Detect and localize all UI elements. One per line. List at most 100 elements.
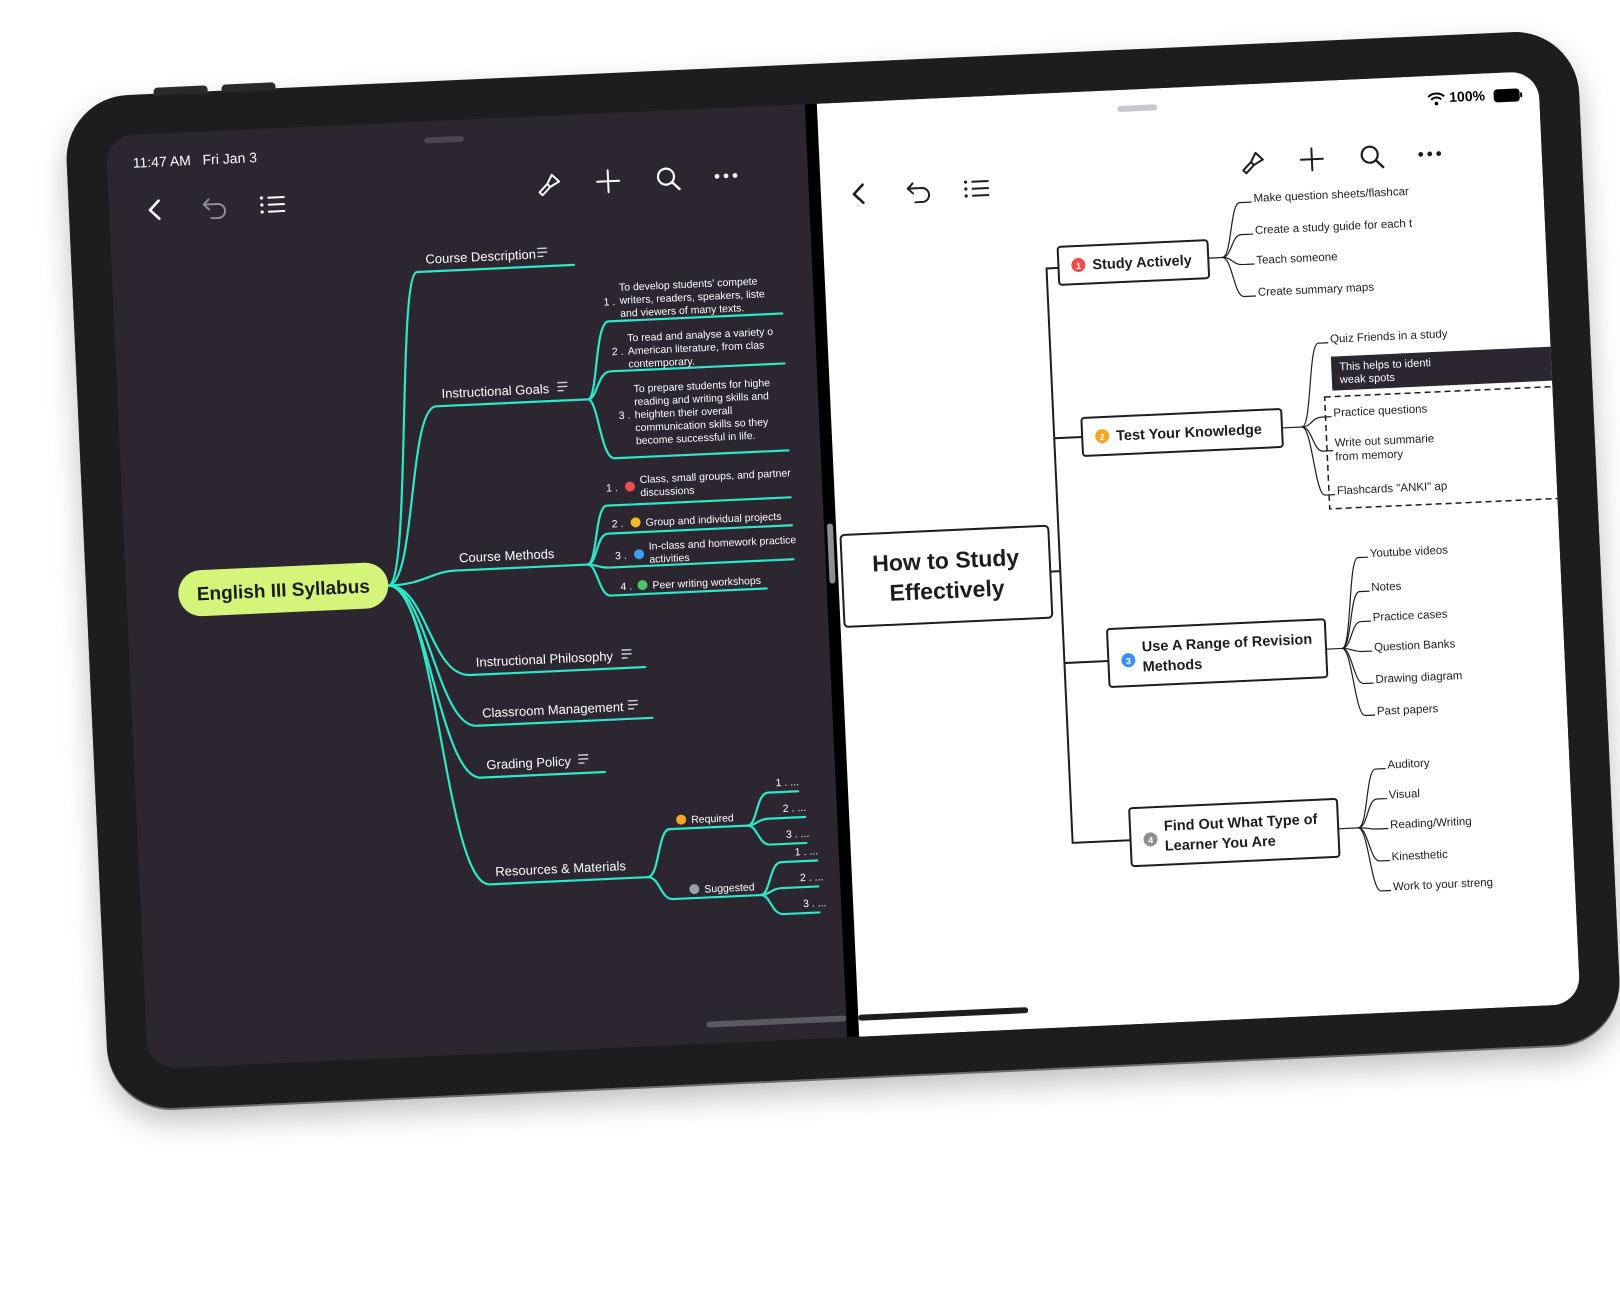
format-brush-icon[interactable] [534,169,563,198]
subtopic[interactable]: Drawing diagram [1375,670,1462,686]
branch-line [1341,620,1371,650]
branch-line [646,876,762,901]
subtopic[interactable]: Work to your streng [1393,877,1494,894]
search-icon[interactable] [653,164,682,193]
split-view-handle[interactable] [826,523,836,584]
topic-grading-policy[interactable]: Grading Policy [486,754,572,773]
goal-item-text[interactable]: and viewers of many texts. [620,302,745,320]
resource-required[interactable]: Required [691,812,734,826]
method-item-text[interactable]: In-class and homework practice [648,534,796,553]
topic-revision-methods[interactable] [1106,618,1329,688]
topic-course-methods[interactable]: Course Methods [459,546,555,565]
subtopic[interactable]: Make question sheets/flashcar [1253,186,1409,205]
resource-item[interactable]: 1 . ... [775,776,799,789]
topic-label: Methods [1142,657,1202,676]
note-icon [578,754,589,764]
add-icon[interactable] [1297,145,1326,174]
topic-label: Find Out What Type of [1164,812,1318,835]
info-badge-icon [689,884,700,895]
branch-line [1222,233,1254,259]
topic-course-description[interactable]: Course Description [425,247,536,267]
method-item-text[interactable]: Peer writing workshops [652,575,761,592]
back-icon[interactable] [142,197,167,222]
subtopic[interactable]: Flashcards "ANKI" ap [1337,481,1448,498]
help-badge-icon [676,814,687,825]
branch-line [1301,426,1334,452]
branch-line [1358,797,1387,829]
goal-item-text[interactable]: become successful in life. [636,430,756,447]
undo-icon[interactable] [904,179,933,204]
branch-line [1281,342,1329,429]
search-icon[interactable] [1357,142,1386,171]
branch-line [1045,266,1062,573]
subtopic[interactable]: Teach someone [1256,251,1338,267]
topic-instructional-goals[interactable]: Instructional Goals [441,381,550,401]
subtopic[interactable]: Create summary maps [1258,282,1375,299]
topic-classroom-management[interactable]: Classroom Management [482,699,625,720]
branch-line [1221,256,1257,298]
method-item-text[interactable]: Class, small groups, and partner [639,467,791,486]
topic-study-actively[interactable] [1056,239,1211,286]
topic-learner-type[interactable] [1128,797,1341,868]
resource-item[interactable]: 2 . ... [800,871,824,884]
more-icon[interactable] [711,161,740,190]
topic-label: Test Your Knowledge [1116,422,1262,445]
resource-suggested[interactable]: Suggested [704,881,755,895]
method-item-text[interactable]: discussions [640,485,695,499]
subtopic[interactable]: Question Banks [1374,638,1456,654]
back-icon[interactable] [846,181,871,206]
goal-item-number: 3 . [619,409,631,422]
right-app-pane: 100% [816,70,1581,1037]
outline-icon[interactable] [258,192,287,217]
resource-item[interactable]: 2 . ... [783,802,807,815]
branch-line [387,563,589,587]
wifi-icon [1427,92,1445,106]
subtopic[interactable]: Youtube videos [1370,545,1449,561]
topic-instructional-philosophy[interactable]: Instructional Philosophy [475,649,613,670]
branch-line [586,524,794,566]
resource-item[interactable]: 3 . ... [803,897,827,910]
subtopic[interactable]: Visual [1389,788,1421,801]
branch-line [387,263,575,587]
more-icon[interactable] [1415,139,1444,168]
format-brush-icon[interactable] [1237,147,1266,176]
subtopic[interactable]: Reading/Writing [1390,816,1472,832]
root-node[interactable] [177,562,389,617]
branch-line [586,563,768,597]
note-icon [627,699,638,710]
outline-icon[interactable] [962,176,991,201]
subtopic[interactable]: Practice cases [1372,609,1447,624]
subtopic[interactable]: Notes [1371,581,1402,594]
subtopic[interactable]: Write out summarie [1334,433,1434,450]
subtopic[interactable]: Kinesthetic [1391,849,1448,864]
subtopic[interactable]: Quiz Friends in a study [1330,328,1448,345]
branch-line [1301,416,1332,428]
priority-1-icon [1071,258,1086,273]
add-icon[interactable] [594,167,623,196]
topic-test-knowledge[interactable] [1080,408,1284,457]
goal-item-number: 1 . [603,296,615,309]
priority-badge-icon [624,481,635,492]
branch-line [1326,556,1368,650]
subtopic[interactable]: Auditory [1387,758,1430,772]
goal-item-text[interactable]: contemporary. [628,356,695,371]
subtopic[interactable]: from memory [1335,448,1403,463]
branch-line [387,584,647,677]
subtopic[interactable]: Practice questions [1333,403,1428,419]
callout-note[interactable] [1330,346,1563,391]
priority-badge-icon [637,580,648,591]
branch-line [387,584,607,779]
method-item-text[interactable]: activities [649,552,690,566]
topic-resources-materials[interactable]: Resources & Materials [495,858,627,879]
subtopic[interactable]: Past papers [1377,703,1439,718]
branch-line [1341,590,1370,650]
branch-line [1341,647,1376,717]
root-node[interactable] [839,524,1054,628]
undo-icon[interactable] [200,194,229,220]
resource-item[interactable]: 3 . ... [786,828,810,841]
note-icon [557,381,568,392]
resource-item[interactable]: 1 . ... [794,845,818,858]
subtopic[interactable]: Create a study guide for each t [1255,218,1413,237]
branch-line [586,312,784,401]
goal-item-text[interactable]: heighten their overall [634,405,732,421]
